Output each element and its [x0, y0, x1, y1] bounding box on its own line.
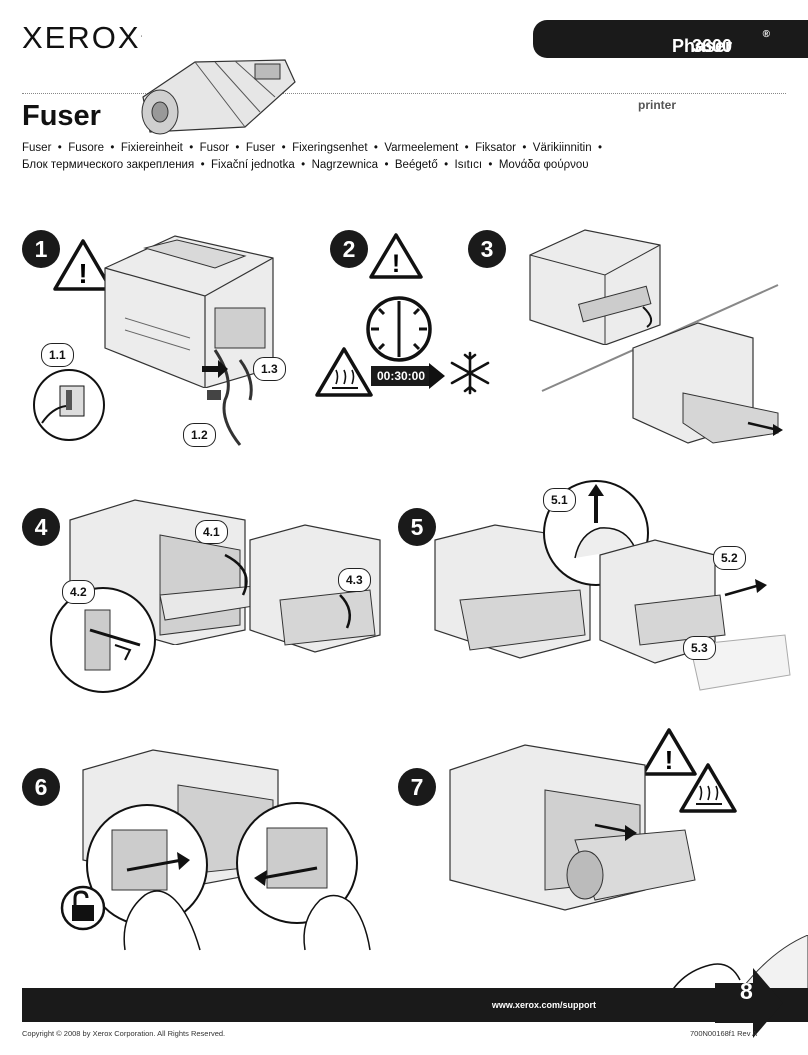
footer-bar: www.xerox.com/support [22, 988, 808, 1022]
callout-1-3: 1.3 [253, 357, 286, 381]
callout-5-3: 5.3 [683, 636, 716, 660]
latch-zoom-right [236, 802, 358, 924]
printer-illustration-step1 [104, 235, 274, 388]
step-5-number: 5 [398, 508, 436, 546]
xerox-logo: XEROX. [22, 20, 145, 55]
callout-4-1: 4.1 [195, 520, 228, 544]
product-model: 3600 [691, 36, 732, 56]
svg-text:!: ! [665, 745, 674, 775]
snowflake-icon [450, 351, 490, 395]
support-url[interactable]: www.xerox.com/support [491, 1000, 596, 1010]
language-line-2: Блок термического закрепления • Fixační … [22, 159, 589, 171]
callout-4-2: 4.2 [62, 580, 95, 604]
fuser-illustration [141, 59, 296, 135]
copyright: Copyright © 2008 by Xerox Corporation. A… [22, 1029, 226, 1038]
page-title: Fuser [22, 100, 101, 132]
callout-4-3: 4.3 [338, 568, 371, 592]
hand-illustration [123, 890, 201, 951]
subtitle: printer [638, 98, 677, 112]
hand-illustration [303, 894, 371, 951]
cooldown-timer: 00:30:00 [371, 366, 431, 386]
callout-5-1: 5.1 [543, 488, 576, 512]
warning-icon: ! [641, 728, 697, 776]
svg-text:!: ! [392, 250, 400, 278]
clock-icon [366, 296, 432, 362]
arrow-icon [429, 363, 445, 389]
hot-surface-icon [315, 347, 373, 397]
document-code: 700N00168f1 Rev A [690, 1029, 758, 1038]
printer-rear-illustration [529, 229, 661, 345]
step-3-number: 3 [468, 230, 506, 268]
hot-surface-icon [679, 763, 737, 813]
language-line-1: Fuser • Fusore • Fixiereinheit • Fusor •… [22, 142, 603, 154]
power-switch-zoom [33, 369, 105, 441]
callout-1-1: 1.1 [41, 343, 74, 367]
fuser-removal-illustration [449, 744, 696, 911]
step-8-number: 8 [740, 978, 753, 1004]
printer-lever-illustration [249, 524, 381, 653]
step-4-number: 4 [22, 508, 60, 546]
step-1-number: 1 [22, 230, 60, 268]
header-divider [22, 93, 786, 94]
unlock-icon [60, 885, 106, 931]
lever-zoom [50, 587, 156, 693]
duplex-removal-illustration [599, 539, 791, 691]
arrow-icon [202, 360, 228, 378]
step-2-number: 2 [330, 230, 368, 268]
callout-5-2: 5.2 [713, 546, 746, 570]
callout-1-2: 1.2 [183, 423, 216, 447]
latch-zoom-left [86, 804, 208, 926]
warning-icon: ! [53, 239, 113, 291]
svg-text:!: ! [78, 258, 87, 289]
duplex-unit-illustration [632, 322, 783, 444]
step-7-number: 7 [398, 768, 436, 806]
step-6-number: 6 [22, 768, 60, 806]
product-banner: Phaser® 3600 [533, 20, 808, 58]
warning-icon: ! [369, 233, 423, 279]
next-page-arrow[interactable] [715, 968, 785, 1038]
product-name: Phaser [671, 36, 732, 56]
